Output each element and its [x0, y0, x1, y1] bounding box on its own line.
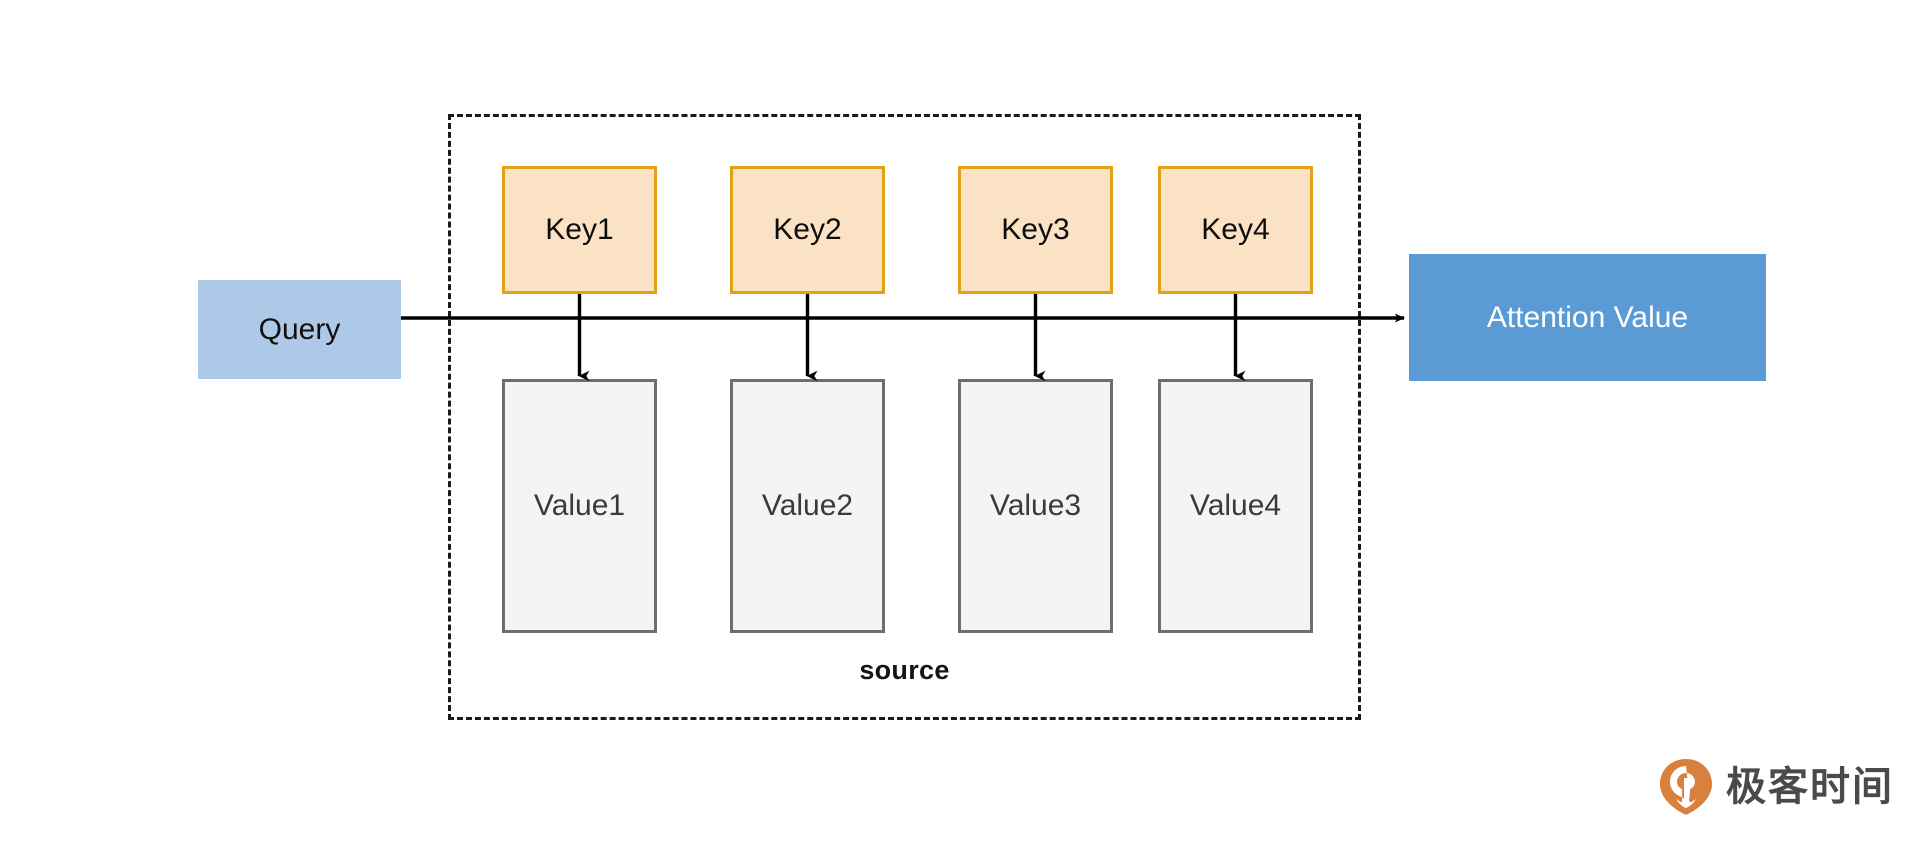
- value-box-4[interactable]: Value4: [1158, 379, 1313, 633]
- source-group-boundary: [448, 114, 1361, 720]
- value-box-1[interactable]: Value1: [502, 379, 657, 633]
- key-box-4[interactable]: Key4: [1158, 166, 1313, 294]
- value-label-1: Value1: [533, 489, 626, 522]
- value-box-2[interactable]: Value2: [730, 379, 885, 633]
- value-label-2: Value2: [761, 489, 854, 522]
- attention-value-label: Attention Value: [1486, 300, 1689, 334]
- key-label-2: Key2: [773, 213, 842, 246]
- geektime-pin-logo-icon: [1660, 759, 1712, 815]
- query-box[interactable]: Query: [198, 280, 401, 379]
- watermark: 极客时间: [1658, 758, 1894, 816]
- key-label-3: Key3: [1001, 213, 1070, 246]
- key-label-1: Key1: [545, 213, 614, 246]
- query-label: Query: [258, 312, 341, 346]
- key-label-4: Key4: [1201, 213, 1270, 246]
- watermark-text: 极客时间: [1726, 764, 1894, 810]
- key-box-2[interactable]: Key2: [730, 166, 885, 294]
- value-box-3[interactable]: Value3: [958, 379, 1113, 633]
- value-label-3: Value3: [989, 489, 1082, 522]
- attention-value-box[interactable]: Attention Value: [1409, 254, 1766, 381]
- value-label-4: Value4: [1189, 489, 1282, 522]
- key-box-1[interactable]: Key1: [502, 166, 657, 294]
- key-box-3[interactable]: Key3: [958, 166, 1113, 294]
- source-label: source: [859, 655, 950, 685]
